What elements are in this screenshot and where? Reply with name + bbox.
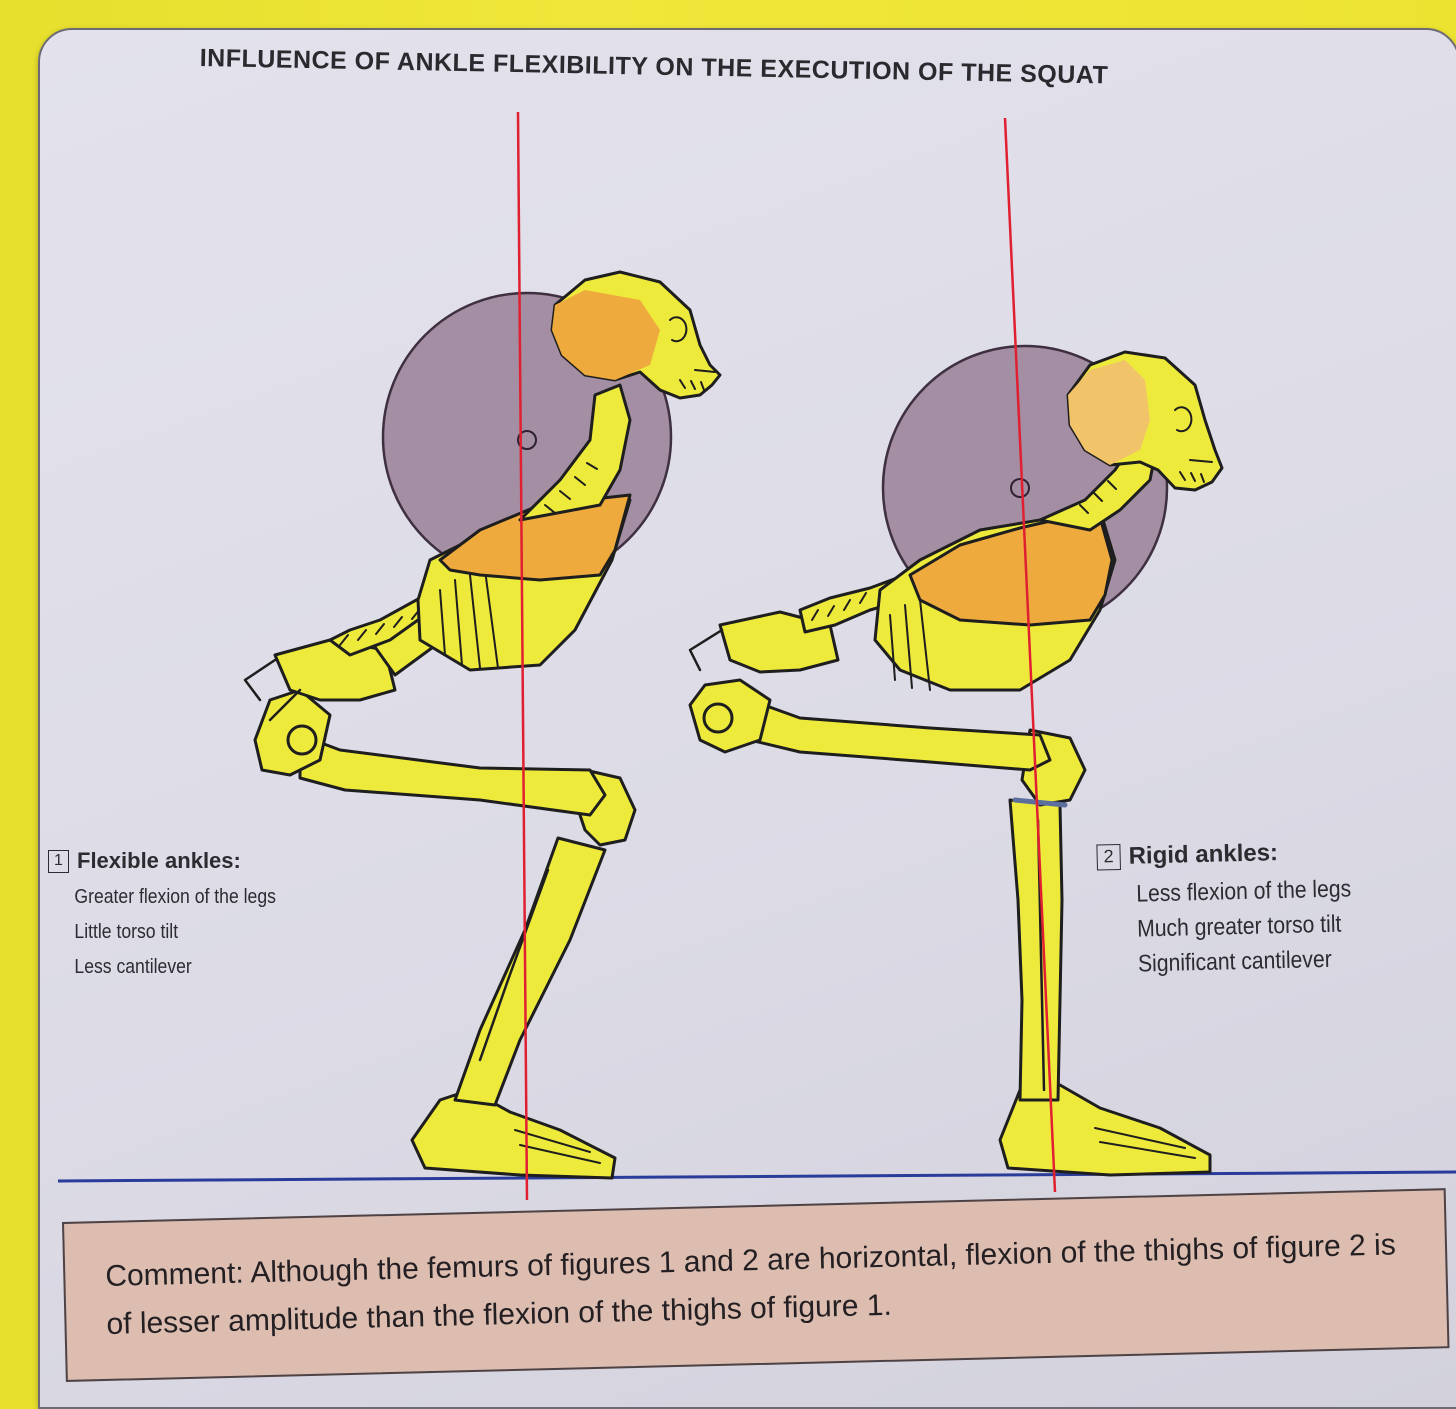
- tibia-1: [453, 836, 607, 1107]
- foot-1: [410, 1088, 617, 1180]
- skull-overlap-2: [1068, 360, 1150, 465]
- plumb-line-2: [1003, 117, 1057, 1193]
- femur-1: [298, 733, 607, 817]
- figure-1-number: 1: [48, 849, 69, 873]
- figure-2-line-3: Significant cantilever: [1137, 945, 1333, 978]
- figure-2-number: 2: [1096, 843, 1121, 871]
- figure-1-line-3: Less cantilever: [74, 956, 192, 978]
- plumb-line-1: [516, 111, 529, 1201]
- disc-hub-2: [1010, 478, 1030, 498]
- figure-1-heading: Flexible ankles:: [77, 848, 241, 873]
- comment-box: Comment: Although the femurs of figures …: [62, 1188, 1450, 1382]
- torso-overlap-1: [438, 493, 632, 582]
- torso-overlap-2: [908, 508, 1114, 627]
- comment-text: Although the femurs of figures 1 and 2 a…: [106, 1228, 1397, 1341]
- comment-label: Comment:: [104, 1256, 245, 1293]
- figure-1-line-2: Little torso tilt: [74, 921, 179, 943]
- skeleton-figure-1: [243, 270, 722, 1180]
- neck-1: [518, 383, 632, 522]
- figure-2-label: 2 Rigid ankles: Less flexion of the legs…: [1096, 837, 1387, 983]
- skull-overlap-1: [552, 290, 660, 380]
- ground-line: [57, 1170, 1456, 1183]
- disc-hub-1: [517, 430, 537, 450]
- tibia-2: [1008, 798, 1064, 1102]
- skeleton-figure-2: [688, 344, 1224, 1177]
- figure-1-label: 1 Flexible ankles: Greater flexion of th…: [48, 848, 307, 985]
- figure-1-line-1: Greater flexion of the legs: [74, 886, 276, 908]
- figure-2-heading: Rigid ankles:: [1128, 839, 1279, 870]
- femur-2: [748, 698, 1052, 772]
